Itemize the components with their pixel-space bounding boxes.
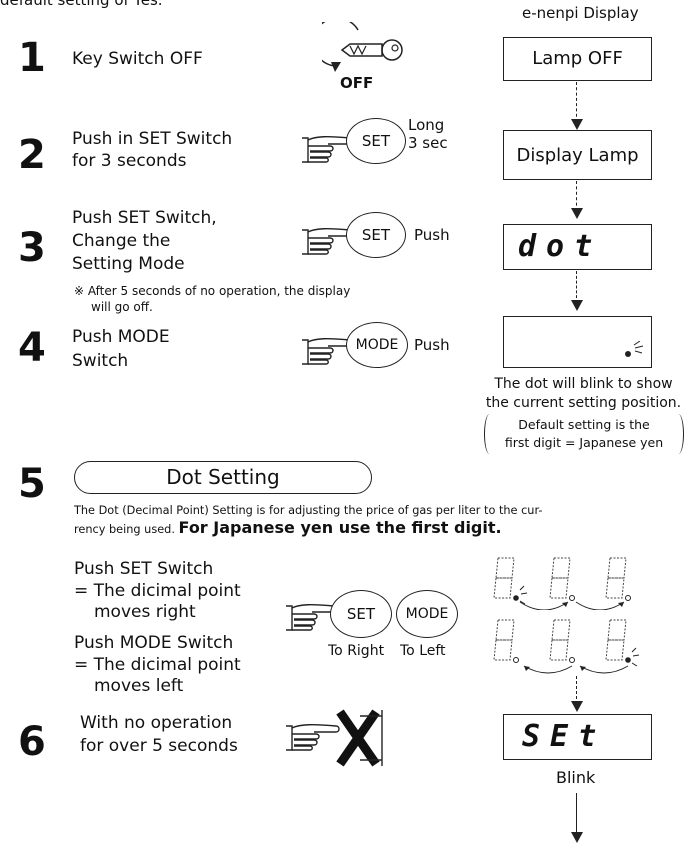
dot-setting-desc-line-2: rency being used. (74, 523, 175, 536)
display-lamp-on-label: Display Lamp (516, 145, 639, 166)
top-cut-text: default setting of Yes. (0, 0, 163, 9)
set-switch-button[interactable]: SET (346, 118, 406, 164)
step-4-line-1: Push MODE (72, 327, 170, 347)
step-3-note-line-2: will go off. (91, 300, 153, 314)
set-switch-button[interactable]: SET (330, 590, 392, 638)
step-number-6: 6 (18, 719, 46, 765)
step-4-line-2: Switch (72, 351, 129, 371)
set-switch-button[interactable]: SET (346, 212, 406, 258)
dot-setting-desc-line-1: The Dot (Decimal Point) Setting is for a… (74, 504, 543, 517)
digits-right-illustration (490, 554, 670, 611)
step-6-line-1: With no operation (80, 713, 233, 733)
default-note-line-2: first digit = Japanese yen (504, 435, 664, 450)
push-set-label: Push SET Switch (74, 559, 214, 579)
display-set: SEt (503, 714, 652, 760)
mode-switch-button[interactable]: MODE (396, 590, 458, 638)
step-number-1: 1 (18, 35, 46, 81)
display-lamp-on: Display Lamp (503, 130, 652, 180)
flow-arrowhead (571, 832, 583, 843)
blink-rays-icon (630, 340, 646, 361)
set-effect-line-2: moves right (94, 602, 196, 622)
step-2-action-line-2: 3 sec (408, 134, 448, 152)
dot-setting-title: Dot Setting (166, 465, 280, 489)
step-3-line-2: Change the (72, 231, 171, 251)
step-number-3: 3 (18, 225, 46, 271)
to-right-label: To Right (328, 643, 385, 659)
no-operation-icon (280, 704, 400, 774)
flow-arrow (576, 181, 577, 211)
mode-effect-line-2: moves left (94, 676, 184, 696)
step-3-line-1: Push SET Switch, (72, 208, 217, 228)
step-number-4: 4 (18, 325, 46, 371)
flow-arrow (576, 82, 577, 122)
step-3-note-line-1: ※ After 5 seconds of no operation, the d… (74, 284, 351, 298)
paren-right (673, 414, 684, 454)
step-2-action-line-1: Long (408, 116, 445, 134)
step-2-line-1: Push in SET Switch (72, 129, 233, 149)
flow-arrowhead (571, 208, 583, 219)
mode-effect-line-1: = The dicimal point (74, 655, 241, 675)
blink-caption-line-1: The dot will blink to show (494, 376, 673, 392)
blink-caption-line-2: the current setting position. (485, 395, 682, 411)
blink-caption: The dot will blink to show the current s… (476, 375, 691, 413)
step-number-2: 2 (18, 132, 46, 178)
step-number-5: 5 (18, 461, 46, 507)
display-lamp-off-label: Lamp OFF (532, 48, 623, 69)
display-blank (503, 316, 652, 368)
display-column-title: e-nenpi Display (522, 4, 639, 22)
key-off-label: OFF (340, 74, 374, 92)
display-set-text: SEt (522, 719, 607, 754)
default-note-text: Default setting is the first digit = Jap… (484, 416, 684, 452)
flow-arrowhead (571, 300, 583, 311)
step-2-line-2: for 3 seconds (72, 151, 187, 171)
dot-setting-desc: The Dot (Decimal Point) Setting is for a… (74, 502, 694, 538)
flow-arrowhead (571, 119, 583, 130)
step-6-line-2: for over 5 seconds (80, 736, 238, 756)
mode-switch-button[interactable]: MODE (346, 322, 408, 368)
step-4-action: Push (414, 336, 450, 354)
default-note: Default setting is the first digit = Jap… (484, 414, 684, 454)
step-3-line-3: Setting Mode (72, 254, 185, 274)
display-dot-text: dot (518, 229, 603, 264)
to-left-label: To Left (400, 643, 446, 659)
blink-label: Blink (556, 768, 596, 787)
digits-left-illustration (490, 616, 670, 674)
step-3-action: Push (414, 226, 450, 244)
flow-arrow (576, 676, 577, 704)
flow-arrow-solid (576, 793, 577, 835)
default-note-line-1: Default setting is the (518, 417, 650, 432)
dot-setting-title-pill: Dot Setting (74, 461, 372, 494)
display-lamp-off: Lamp OFF (503, 37, 652, 81)
push-mode-label: Push MODE Switch (74, 633, 234, 653)
step-1-text: Key Switch OFF (72, 49, 203, 69)
dot-setting-emphasis: For Japanese yen use the first digit. (178, 518, 502, 537)
flow-arrowhead (571, 701, 583, 712)
flow-arrow (576, 271, 577, 303)
set-effect-line-1: = The dicimal point (74, 581, 241, 601)
display-dot: dot (503, 224, 652, 270)
blinking-dot (625, 351, 631, 357)
paren-left (484, 414, 495, 454)
